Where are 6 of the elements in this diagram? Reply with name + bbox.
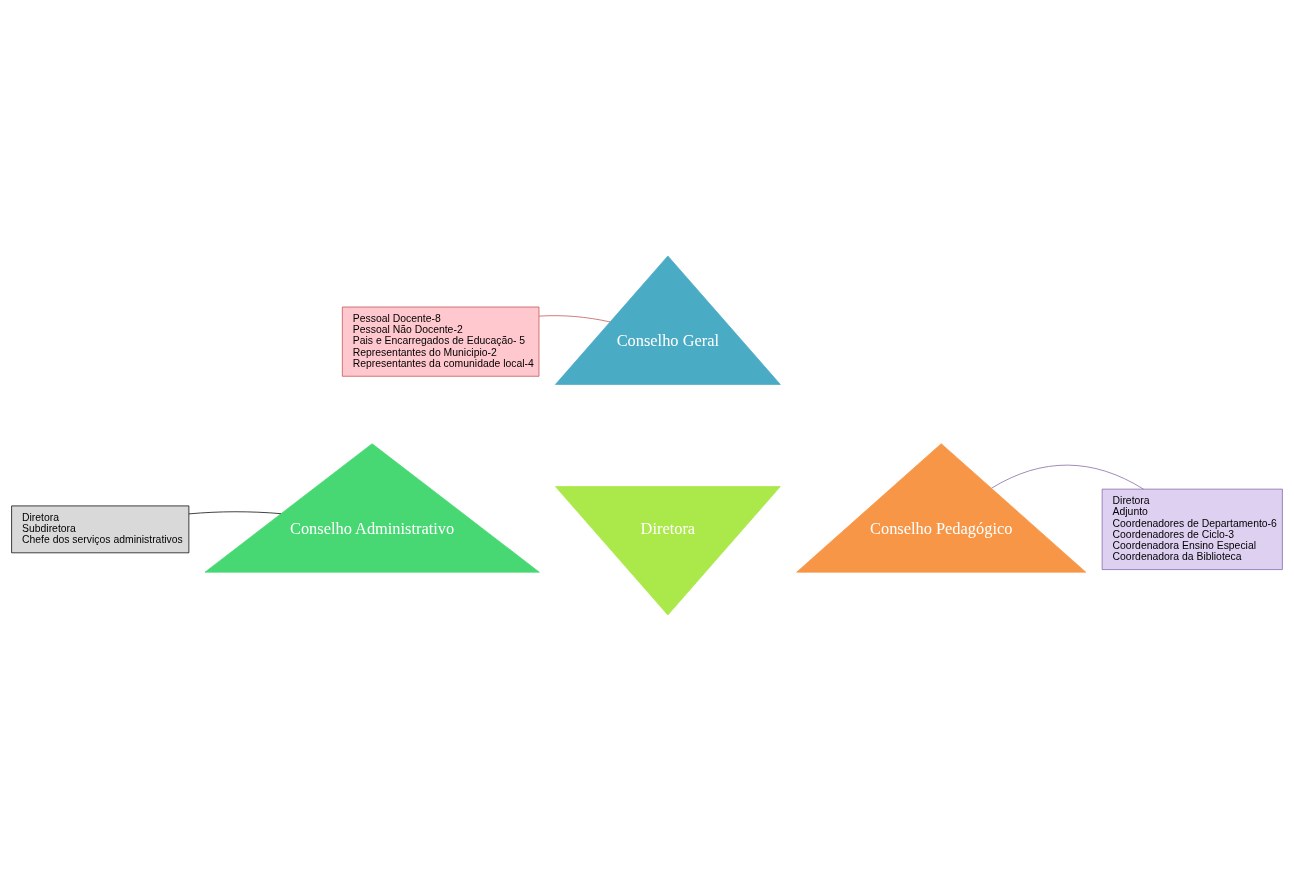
node-box: Pessoal Docente-8 Pessoal Não Docente-2 Pais e Encarregados de Educação- 5 Representantes do Municipio-2 Representantes da comunidade local-4 <box>341 306 540 377</box>
connector <box>991 464 1144 489</box>
node-box: Diretora Subdiretora Chefe dos serviços administrativos <box>11 505 190 553</box>
connector <box>538 314 611 322</box>
node-box: Diretora Adjunto Coordenadores de Departamento-6 Coordenadores de Ciclo-3 Coordenadora Ensino Especial Coordenadora da Biblioteca <box>1101 488 1283 570</box>
connector <box>188 510 282 514</box>
